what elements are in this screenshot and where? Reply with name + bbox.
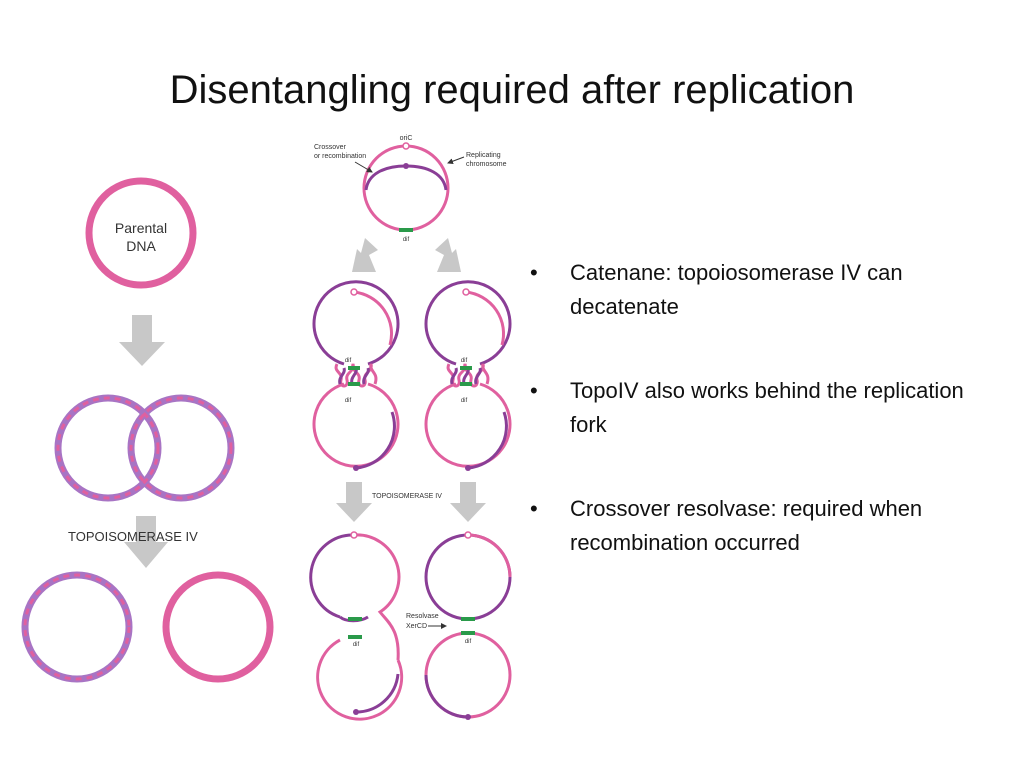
down-arrow-icon	[336, 482, 372, 522]
dif-label: dif	[461, 358, 468, 364]
resolvase-label-line2: XerCD	[406, 623, 427, 630]
crossover-label-line1: Crossover	[314, 144, 347, 151]
dif-label: dif	[345, 398, 352, 404]
dif-label: dif	[353, 642, 360, 648]
parental-label-line1: Parental	[115, 220, 167, 236]
dif-label: dif	[345, 358, 352, 364]
bullet-icon: •	[530, 496, 538, 521]
topoisomerase-label: TOPOISOMERASE IV	[372, 493, 442, 500]
catenane-rings	[54, 394, 235, 502]
dif-label: dif	[403, 237, 410, 243]
dif-label: dif	[465, 639, 472, 645]
replicating-label-line2: chromosome	[466, 161, 507, 168]
parental-label-line2: DNA	[126, 238, 156, 254]
down-arrow-icon	[119, 315, 165, 366]
bullet-text: Crossover resolvase: required when recom…	[570, 496, 923, 555]
bullet-list: • Catenane: topoiosomerase IV can decaten…	[528, 256, 998, 610]
parental-dna-circle	[85, 177, 197, 289]
bullet-item: • Catenane: topoiosomerase IV can decaten…	[528, 256, 998, 324]
crossover-label-line2: or recombination	[314, 153, 366, 160]
bullet-item: • TopoIV also works behind the replicatio…	[528, 374, 998, 442]
dif-label: dif	[461, 398, 468, 404]
bullet-text: TopoIV also works behind the replication…	[570, 378, 964, 437]
down-arrow-icon	[124, 516, 168, 568]
catenated-pair-right	[424, 280, 512, 471]
separated-ring-left	[21, 571, 133, 683]
slide-title: Disentangling required after replication	[169, 68, 855, 112]
down-arrow-icon	[450, 482, 486, 522]
dimer-chromosome	[309, 531, 404, 721]
bullet-icon: •	[530, 260, 538, 285]
oric-label: oriC	[400, 135, 413, 142]
crossover-pointer	[354, 161, 373, 173]
bullet-icon: •	[530, 378, 538, 403]
resolved-chromosomes	[424, 531, 512, 720]
catenated-pair-left	[312, 280, 400, 471]
down-arrow-icon	[435, 238, 461, 272]
down-arrow-icon	[352, 238, 378, 272]
topoisomerase-label: TOPOISOMERASE IV	[68, 529, 198, 544]
resolvase-label-line1: Resolvase	[406, 613, 439, 620]
separated-ring-right	[162, 571, 274, 683]
replicating-label-line1: Replicating	[466, 152, 501, 159]
bullet-text: Catenane: topoiosomerase IV can decatena…	[570, 260, 903, 319]
replicating-pointer	[447, 156, 465, 165]
bullet-item: • Crossover resolvase: required when reco…	[528, 492, 998, 560]
replicating-chromosome	[362, 142, 450, 232]
